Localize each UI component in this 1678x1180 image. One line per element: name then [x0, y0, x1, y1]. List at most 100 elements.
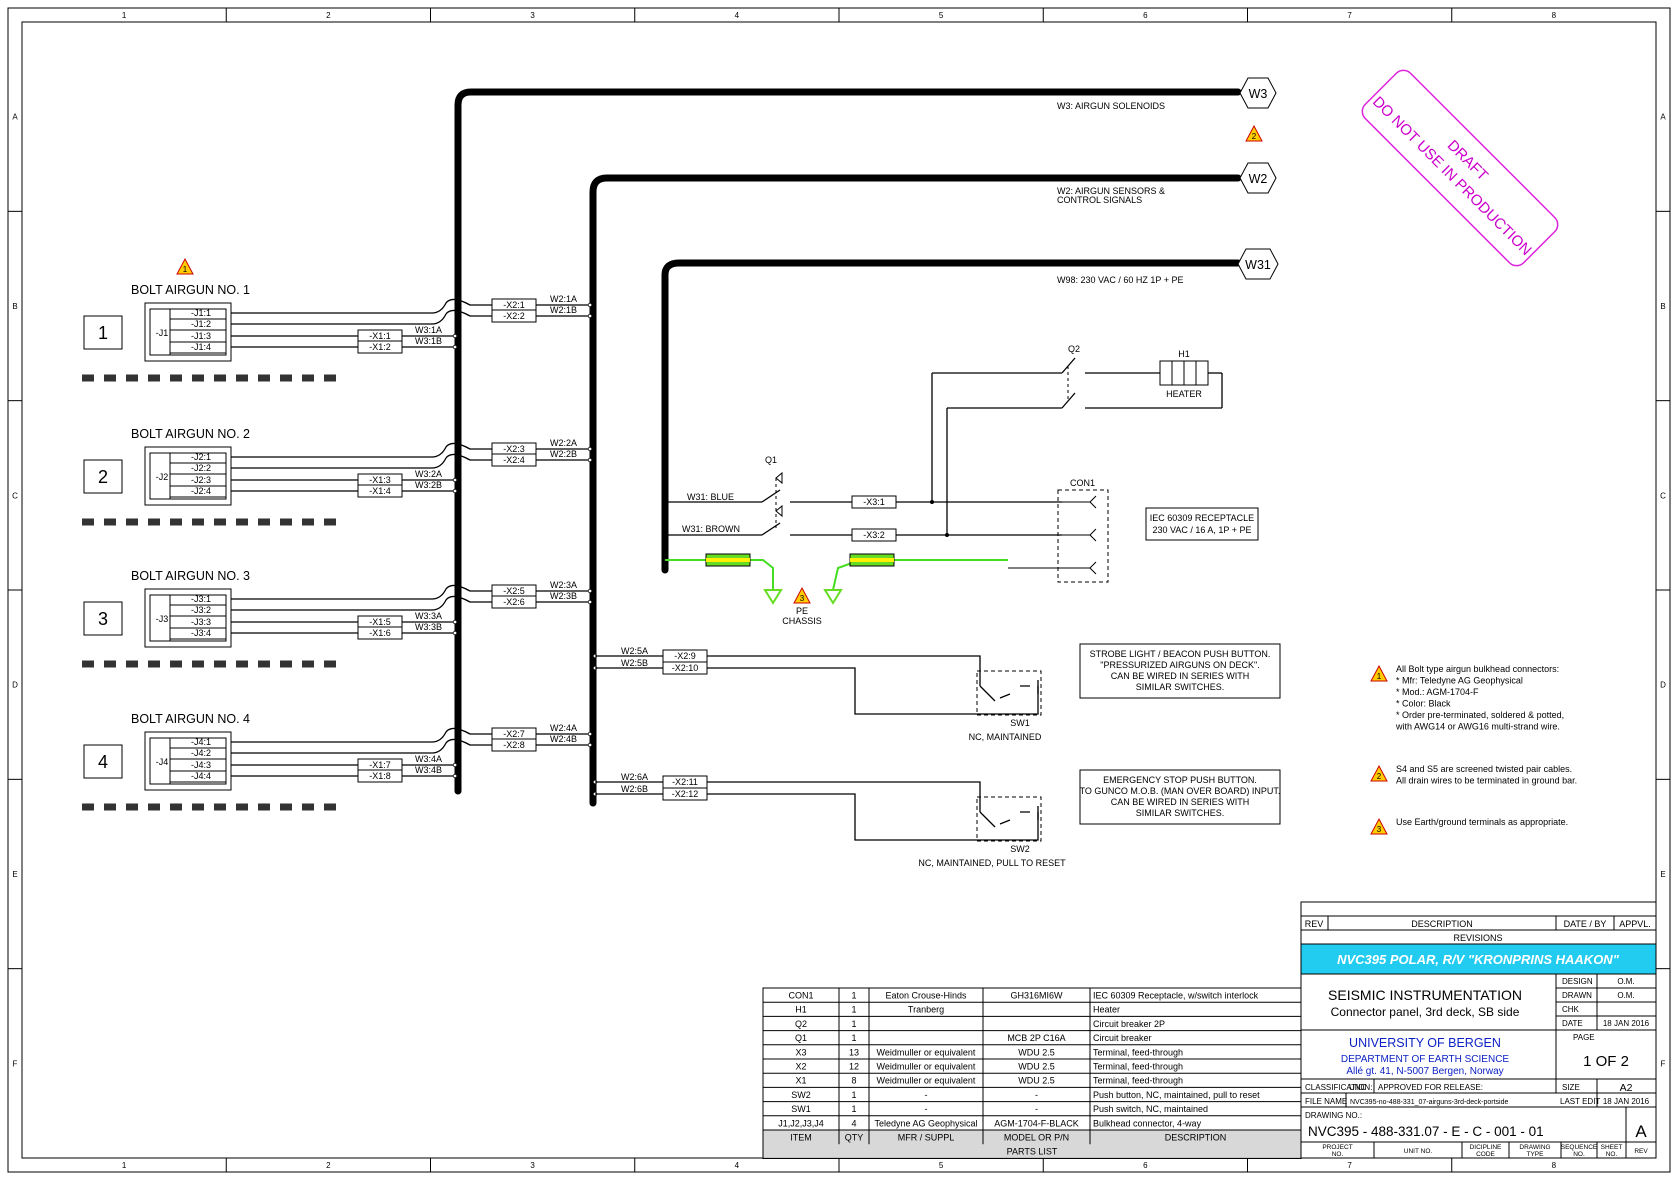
parts-cell-qty: 1 [851, 1005, 856, 1015]
switch-name: SW1 [1010, 718, 1030, 728]
cable-buses [454, 88, 1242, 807]
airgun-title: BOLT AIRGUN NO. 3 [131, 569, 250, 583]
parts-cell-mfr: Weidmuller or equivalent [877, 1062, 976, 1072]
airgun-4: BOLT AIRGUN NO. 44-J4-J4:1-J4:2-J4:3-J4:… [82, 712, 593, 811]
drawing-no-label: DRAWING NO.: [1305, 1111, 1362, 1120]
terminal-x1-label: -X1:7 [369, 760, 391, 770]
file-name-value: NVC395-no-488-331_07-airguns-3rd-deck-po… [1350, 1099, 1508, 1106]
terminal-x3-2: -X3:2 [851, 528, 897, 542]
parts-cell-item: H1 [795, 1005, 807, 1015]
revisions-label: REVISIONS [1453, 933, 1502, 943]
switch-caption: NC, MAINTAINED [969, 732, 1042, 742]
row-marker: D [12, 681, 18, 690]
connector-id: -J2 [156, 472, 169, 482]
bulkhead-connector [144, 731, 232, 791]
row-marker: C [12, 491, 18, 500]
column-marker: 2 [326, 1161, 331, 1170]
w3-wire-label: W3:4B [415, 765, 442, 775]
airgun-number-box [83, 315, 123, 350]
warning-number: 2 [1377, 772, 1382, 781]
column-marker: 8 [1552, 1161, 1557, 1170]
airgun-number: 4 [98, 752, 108, 772]
parts-cell-item: X2 [795, 1062, 806, 1072]
date-value: 18 JAN 2016 [1603, 1019, 1650, 1028]
terminal-x2-label: -X2:3 [503, 444, 525, 454]
warning-number: 1 [1377, 672, 1382, 681]
switch-note: EMERGENCY STOP PUSH BUTTON.TO GUNCO M.O.… [1079, 769, 1281, 825]
connector-pin: -J4:2 [191, 748, 211, 758]
airgun-section: BOLT AIRGUN NO. 11-J1-J1:1-J1:2-J1:3-J1:… [82, 283, 593, 811]
parts-cell-mfr: Weidmuller or equivalent [877, 1076, 976, 1086]
w2-wire-label: W2:2A [550, 438, 577, 448]
design-value: O.M. [1617, 977, 1634, 986]
parts-cell-item: Q2 [795, 1019, 807, 1029]
parts-cell-description: Circuit breaker [1093, 1033, 1152, 1043]
draft-stamp: DRAFT DO NOT USE IN PRODUCTION [1361, 69, 1559, 267]
terminal-x2-label: -X2:11 [672, 777, 698, 787]
parts-cell-qty: 1 [851, 991, 856, 1001]
airgun-3: BOLT AIRGUN NO. 33-J3-J3:1-J3:2-J3:3-J3:… [82, 569, 593, 668]
row-marker: A [1660, 113, 1666, 122]
parts-cell-description: Circuit breaker 2P [1093, 1019, 1165, 1029]
switch-note-line: EMERGENCY STOP PUSH BUTTON. [1103, 775, 1257, 785]
title-block-footer-label: CODE [1476, 1151, 1495, 1158]
connector-id: -J3 [156, 614, 169, 624]
w2-wire-label: W2:1A [550, 294, 577, 304]
parts-cell-qty: 1 [851, 1019, 856, 1029]
connector-id: -J1 [156, 328, 169, 338]
terminal-x1-label: -X1:5 [369, 617, 391, 627]
w3-wire-label: W3:1B [415, 336, 442, 346]
classification-label: CLASSIFICATION: [1305, 1083, 1372, 1092]
parts-cell-description: Terminal, feed-through [1093, 1076, 1183, 1086]
connector-pin: -J4:3 [191, 760, 211, 770]
connector-pin: -J1:4 [191, 342, 211, 352]
note-line: * Mod.: AGM-1704-F [1396, 687, 1479, 697]
parts-list-header: MODEL OR P/N [1004, 1133, 1069, 1143]
parts-cell-description: Push switch, NC, maintained [1093, 1104, 1208, 1114]
switch-note: STROBE LIGHT / BEACON PUSH BUTTON."PRESS… [1079, 643, 1281, 699]
note-line: All drain wires to be terminated in grou… [1396, 776, 1577, 786]
w31-blue-label: W31: BLUE [687, 492, 734, 502]
file-name-label: FILE NAME [1305, 1097, 1347, 1106]
cable-tag-w3-label: W3 [1249, 87, 1268, 101]
rev-header-date: DATE / BY [1564, 919, 1607, 929]
title-block-footer-label: UNIT NO. [1404, 1148, 1433, 1155]
rev-header-rev: REV [1305, 919, 1324, 929]
w2-wire-label: W2:3B [550, 591, 577, 601]
column-marker: 4 [735, 1161, 740, 1170]
airgun-number-box [83, 459, 123, 494]
terminal-x2-label: -X2:6 [503, 597, 525, 607]
size-value: A2 [1620, 1082, 1633, 1094]
parts-cell-mfr: - [925, 1104, 928, 1114]
terminal-x2-label: -X2:2 [503, 311, 525, 321]
parts-cell-qty: 4 [851, 1118, 856, 1128]
note-line: S4 and S5 are screened twisted pair cabl… [1396, 764, 1572, 774]
classification-value: UNC [1349, 1083, 1367, 1092]
q1-label: Q1 [765, 455, 777, 465]
parts-cell-qty: 13 [849, 1047, 859, 1057]
airgun-number-box [83, 601, 123, 636]
row-marker: F [1661, 1059, 1666, 1068]
terminal-x2-label: -X2:5 [503, 586, 525, 596]
terminal-x1-label: -X1:4 [369, 486, 391, 496]
column-marker: 5 [939, 11, 944, 20]
w31-brown-label: W31: BROWN [682, 524, 740, 534]
w2-wire-label: W2:5B [621, 658, 648, 668]
cable-tag-w2: W2 [1239, 162, 1277, 194]
warning-icon: 3 [1370, 817, 1388, 835]
parts-cell-description: Heater [1093, 1005, 1120, 1015]
receptacle-note: IEC 60309 RECEPTACLE 230 VAC / 16 A, 1P … [1145, 507, 1259, 541]
chassis-label: CHASSIS [782, 616, 822, 626]
w2-wire-label: W2:1B [550, 305, 577, 315]
date-label: DATE [1562, 1019, 1583, 1028]
chk-label: CHK [1562, 1005, 1580, 1014]
parts-list-footer: PARTS LIST [1007, 1147, 1058, 1157]
connector-pin: -J4:1 [191, 737, 211, 747]
